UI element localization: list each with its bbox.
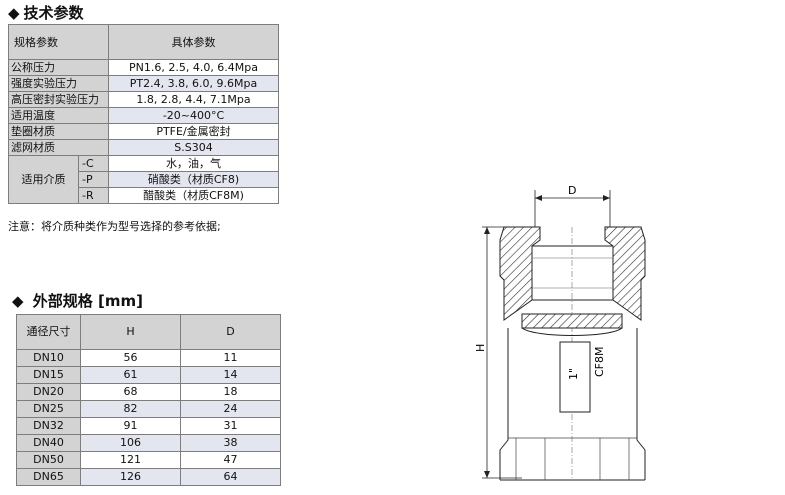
marking-material: CF8M [593, 347, 606, 378]
cell-size: DN25 [16, 400, 81, 418]
cell-d: 31 [180, 417, 281, 435]
cell-d: 47 [180, 451, 281, 469]
row-value: PN1.6, 2.5, 4.0, 6.4Mpa [108, 59, 279, 76]
dimension-d: D [534, 184, 611, 230]
table-row: DN65 126 64 [16, 468, 281, 486]
table-header-row: 通径尺寸 H D [16, 314, 281, 350]
row-value: -20~400°C [108, 107, 279, 124]
marking-size: 1" [567, 368, 580, 380]
table-header-row: 规格参数 具体参数 [8, 24, 279, 60]
cell-size: DN10 [16, 349, 81, 367]
row-label: 公称压力 [8, 59, 109, 76]
media-code: -C [78, 155, 109, 172]
cell-d: 14 [180, 366, 281, 384]
table-row: 适用温度 -20~400°C [8, 107, 279, 124]
label-h: H [474, 344, 487, 352]
cell-h: 82 [80, 400, 181, 418]
table-row: DN10 56 11 [16, 349, 281, 367]
media-value: 水，油，气 [108, 155, 279, 172]
label-d: D [568, 184, 576, 197]
dimension-table: 通径尺寸 H D DN10 56 11 DN15 61 14 DN20 68 1… [16, 314, 281, 486]
dims-section-title: ◆ 外部规格 [mm] [12, 292, 143, 310]
header-d: D [180, 314, 281, 350]
table-row: -R 醋酸类（材质CF8M) [9, 187, 279, 204]
table-row: DN32 91 31 [16, 417, 281, 435]
cell-h: 106 [80, 434, 181, 452]
cell-size: DN20 [16, 383, 81, 401]
row-label: 滤网材质 [8, 139, 109, 156]
cell-h: 61 [80, 366, 181, 384]
marking-plate [559, 341, 591, 413]
cell-d: 11 [180, 349, 281, 367]
header-spec-param: 规格参数 [8, 24, 109, 60]
table-row: DN50 121 47 [16, 451, 281, 469]
media-value: 硝酸类（材质CF8) [108, 171, 279, 188]
tech-params-table: 规格参数 具体参数 公称压力 PN1.6, 2.5, 4.0, 6.4Mpa 强… [8, 24, 279, 204]
media-code: -P [78, 171, 109, 188]
table-row: 滤网材质 S.S304 [8, 139, 279, 156]
selection-note: 注意：将介质种类作为型号选择的参考依据; [8, 220, 221, 233]
table-row: DN40 106 38 [16, 434, 281, 452]
table-row: DN15 61 14 [16, 366, 281, 384]
table-row: DN20 68 18 [16, 383, 281, 401]
section-body [499, 226, 646, 480]
media-code: -R [78, 187, 109, 204]
header-h: H [80, 314, 181, 350]
table-row: 公称压力 PN1.6, 2.5, 4.0, 6.4Mpa [8, 59, 279, 76]
cell-h: 68 [80, 383, 181, 401]
row-value: PTFE/金属密封 [108, 123, 279, 140]
row-label: 强度实验压力 [8, 75, 109, 92]
table-row: DN25 82 24 [16, 400, 281, 418]
cell-size: DN32 [16, 417, 81, 435]
cell-h: 126 [80, 468, 181, 486]
cell-h: 56 [80, 349, 181, 367]
diamond-bullet-icon: ◆ [8, 4, 20, 22]
fitting-section-drawing: D H 1" CF8M [474, 184, 646, 481]
cell-size: DN50 [16, 451, 81, 469]
table-row: 垫圈材质 PTFE/金属密封 [8, 123, 279, 140]
table-row: -P 硝酸类（材质CF8) [9, 171, 279, 188]
header-nominal-size: 通径尺寸 [16, 314, 81, 350]
cell-d: 24 [180, 400, 281, 418]
diamond-bullet-icon: ◆ [12, 292, 24, 310]
row-value: PT2.4, 3.8, 6.0, 9.6Mpa [108, 75, 279, 92]
cell-size: DN15 [16, 366, 81, 384]
cell-d: 18 [180, 383, 281, 401]
table-row: 适用介质 -C 水，油，气 [8, 155, 279, 204]
tech-section-title: ◆技术参数 [8, 4, 84, 22]
row-label: 适用温度 [8, 107, 109, 124]
table-row: 高压密封实验压力 1.8, 2.8, 4.4, 7.1Mpa [8, 91, 279, 108]
media-label: 适用介质 [8, 155, 79, 204]
lower-body: 1" CF8M [499, 327, 646, 481]
cell-h: 91 [80, 417, 181, 435]
row-label: 高压密封实验压力 [8, 91, 109, 108]
cell-h: 121 [80, 451, 181, 469]
cell-size: DN40 [16, 434, 81, 452]
row-value: 1.8, 2.8, 4.4, 7.1Mpa [108, 91, 279, 108]
row-value: S.S304 [108, 139, 279, 156]
cell-d: 38 [180, 434, 281, 452]
cell-size: DN65 [16, 468, 81, 486]
header-detail-param: 具体参数 [108, 24, 279, 60]
media-value: 醋酸类（材质CF8M) [108, 187, 279, 204]
cell-d: 64 [180, 468, 281, 486]
table-row: 强度实验压力 PT2.4, 3.8, 6.0, 9.6Mpa [8, 75, 279, 92]
row-label: 垫圈材质 [8, 123, 109, 140]
